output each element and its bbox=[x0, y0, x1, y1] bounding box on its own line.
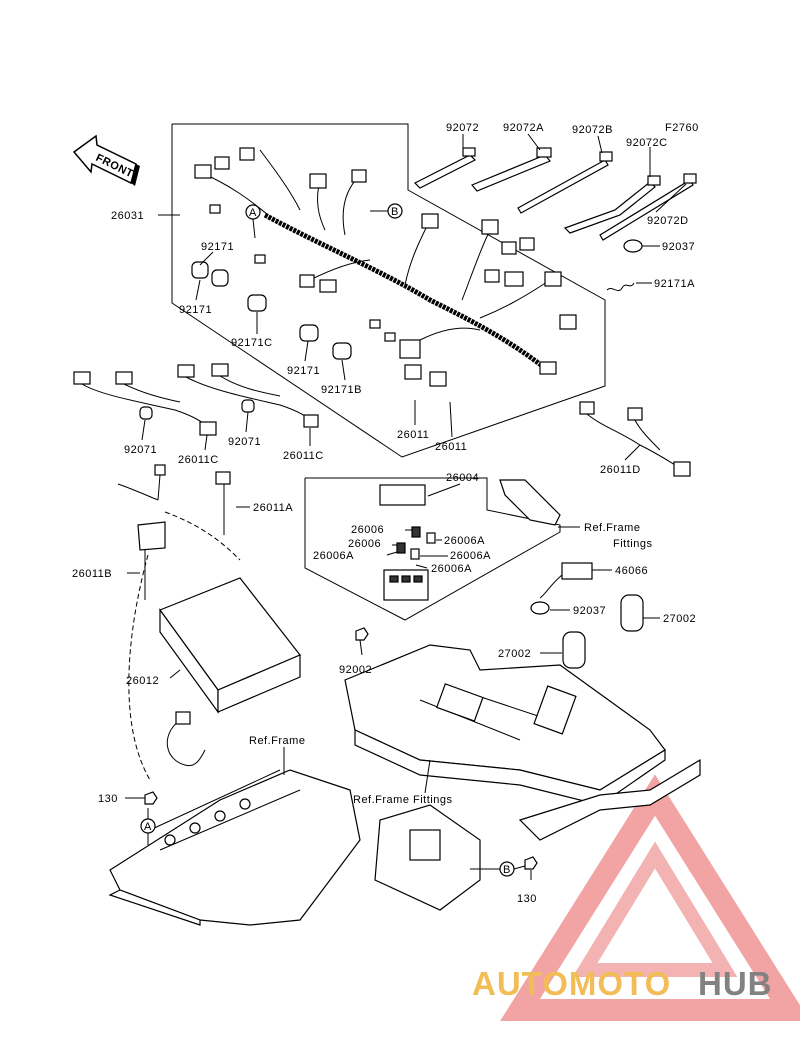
fuse-box-parts bbox=[379, 484, 436, 601]
callout-a-label-1: A bbox=[249, 207, 257, 219]
callout-a-frame: A bbox=[140, 808, 156, 845]
callout-a-label-2: A bbox=[144, 821, 152, 833]
label-ref-frame-fittings-1: Ref.Frame bbox=[584, 522, 640, 534]
label-92072: 92072 bbox=[446, 122, 479, 134]
label-26006a-4: 26006A bbox=[431, 563, 472, 575]
callout-b-label-2: B bbox=[503, 864, 511, 876]
figure-code: F2760 bbox=[665, 122, 699, 134]
label-26011-1: 26011 bbox=[397, 429, 429, 441]
main-frame bbox=[108, 769, 481, 926]
label-92171c: 92171C bbox=[231, 337, 273, 349]
bolts bbox=[144, 627, 538, 870]
label-26011d: 26011D bbox=[600, 464, 641, 476]
label-92171-2: 92171 bbox=[179, 304, 212, 316]
label-26011c-2: 26011C bbox=[283, 450, 324, 462]
front-arrow-icon: FRONT bbox=[72, 134, 140, 186]
label-26031: 26031 bbox=[111, 210, 144, 222]
label-26012: 26012 bbox=[126, 675, 159, 687]
label-26006-2: 26006 bbox=[348, 538, 381, 550]
watermark-word-b: HUB bbox=[698, 965, 773, 1002]
label-26011b: 26011B bbox=[72, 568, 112, 580]
label-26006a-1: 26006A bbox=[444, 535, 485, 547]
label-26011-2: 26011 bbox=[435, 441, 467, 453]
label-46066: 46066 bbox=[615, 565, 648, 577]
label-92037-top: 92037 bbox=[662, 241, 695, 253]
main-harness bbox=[194, 147, 577, 387]
sub-harness-26011c-left bbox=[73, 371, 217, 436]
label-92071-1: 92071 bbox=[124, 444, 157, 456]
relay-and-caps bbox=[530, 562, 644, 669]
label-92072b: 92072B bbox=[572, 124, 613, 136]
leader-lines bbox=[125, 133, 687, 880]
callout-b-label-1: B bbox=[391, 206, 399, 218]
label-130-2: 130 bbox=[517, 893, 537, 905]
sub-harness-26011c-right bbox=[177, 363, 319, 428]
label-26006-1: 26006 bbox=[351, 524, 384, 536]
label-92071-2: 92071 bbox=[228, 436, 261, 448]
label-92171b: 92171B bbox=[321, 384, 362, 396]
label-26011c-1: 26011C bbox=[178, 454, 219, 466]
label-26004: 26004 bbox=[446, 472, 479, 484]
label-130-1: 130 bbox=[98, 793, 118, 805]
callout-a-harness: A bbox=[245, 204, 261, 239]
label-92171-3: 92171 bbox=[287, 365, 320, 377]
label-92072c: 92072C bbox=[626, 137, 668, 149]
part-labels: 92072 92072A 92072B 92072C 92072D 92037 … bbox=[72, 122, 696, 905]
label-ref-frame: Ref.Frame bbox=[249, 735, 305, 747]
label-92002: 92002 bbox=[339, 664, 372, 676]
cable-ties bbox=[413, 147, 697, 292]
label-92072d: 92072D bbox=[647, 215, 689, 227]
watermark-logo: AUTOMOTO HUB bbox=[472, 774, 800, 1021]
label-ref-frame-fittings-bottom: Ref.Frame Fittings bbox=[353, 794, 452, 806]
label-92072a: 92072A bbox=[503, 122, 544, 134]
watermark-word-a: AUTOMOTO bbox=[472, 965, 671, 1002]
label-ref-frame-fittings-2: Fittings bbox=[613, 538, 652, 550]
frame-fittings-tray bbox=[344, 644, 701, 841]
label-26011a: 26011A bbox=[253, 502, 293, 514]
label-92171a: 92171A bbox=[654, 278, 695, 290]
callout-b-harness: B bbox=[370, 203, 403, 219]
grommets bbox=[139, 261, 352, 420]
harness-group-outline bbox=[171, 123, 606, 458]
label-27002-2: 27002 bbox=[498, 648, 531, 660]
label-26006a-3: 26006A bbox=[313, 550, 354, 562]
label-92171-1: 92171 bbox=[201, 241, 234, 253]
label-92037-mid: 92037 bbox=[573, 605, 606, 617]
label-27002-1: 27002 bbox=[663, 613, 696, 625]
fuse-box-group-outline bbox=[304, 477, 561, 621]
bracket-ref-frame bbox=[499, 479, 561, 526]
battery-group bbox=[117, 464, 301, 781]
callout-b-frame: B bbox=[470, 861, 526, 877]
label-26006a-2: 26006A bbox=[450, 550, 491, 562]
